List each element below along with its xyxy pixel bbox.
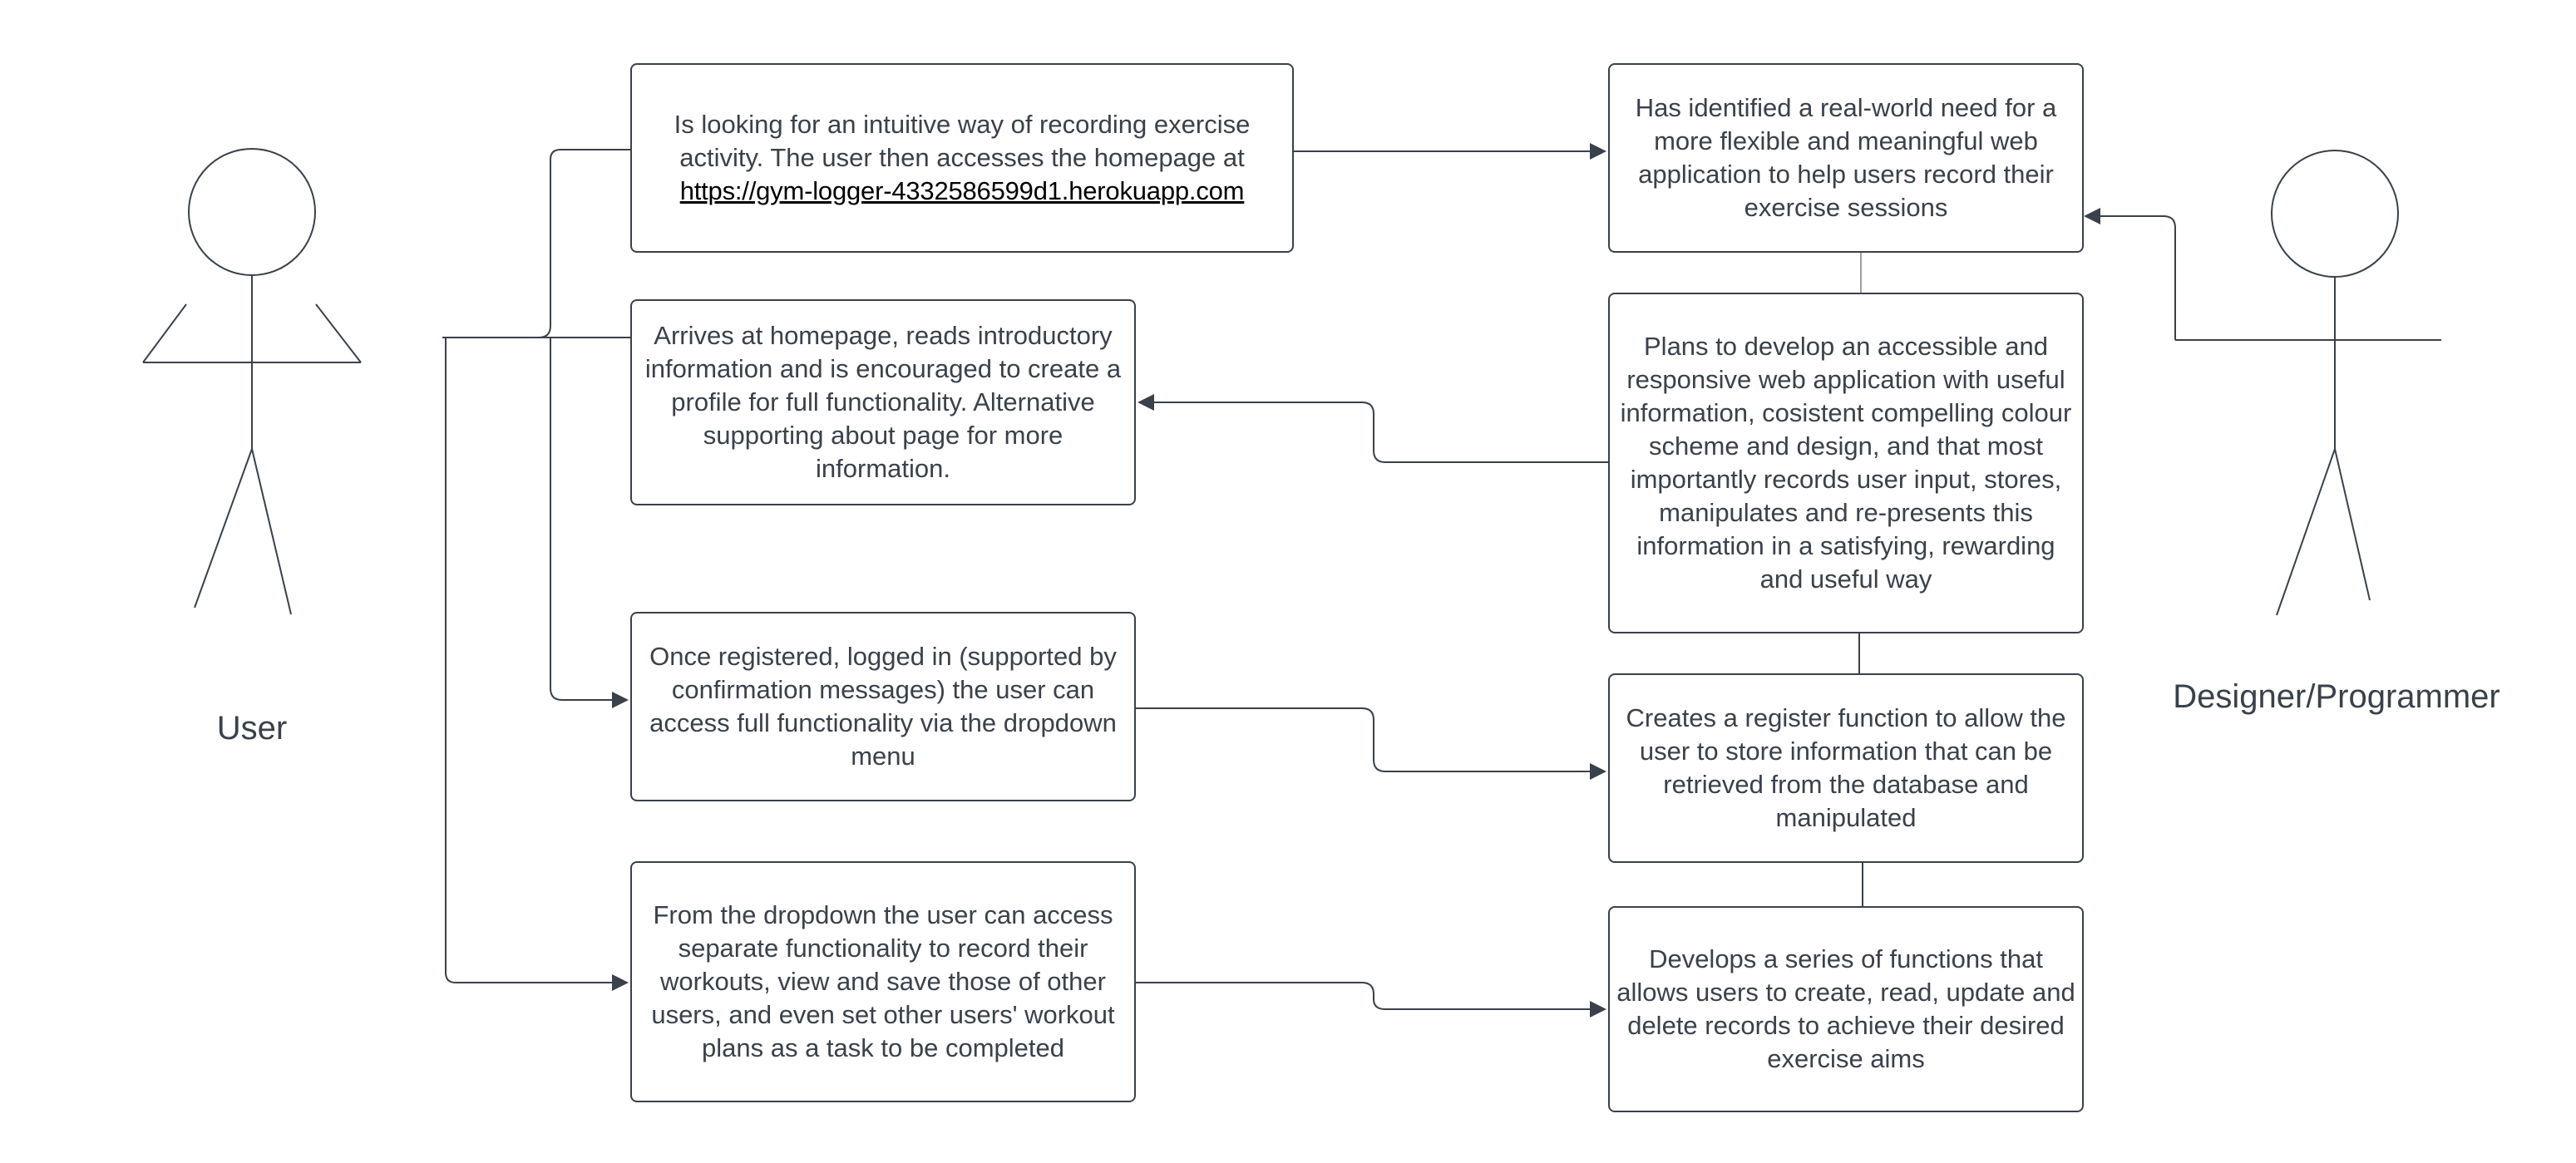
designer-step3-box: Creates a register function to allow the… bbox=[1608, 673, 2084, 863]
connector-user-step4-to-designer-step4 bbox=[1136, 982, 1606, 1018]
designer-stick-figure bbox=[2175, 150, 2441, 616]
designer-step1-text: Has identified a real-world need for a m… bbox=[1635, 93, 2057, 222]
connector-to-user-step4 bbox=[445, 338, 629, 991]
designer-step3-text: Creates a register function to allow the… bbox=[1626, 703, 2066, 832]
user-step1-text: Is looking for an intuitive way of recor… bbox=[674, 110, 1251, 172]
user-step2-text: Arrives at homepage, reads introductory … bbox=[644, 321, 1122, 483]
user-step3-box: Once registered, logged in (supported by… bbox=[630, 612, 1136, 801]
designer-step2-text: Plans to develop an accessible and respo… bbox=[1620, 332, 2072, 594]
user-right-hand bbox=[315, 303, 362, 363]
designer-step4-box: Develops a series of functions that allo… bbox=[1608, 906, 2084, 1112]
connector-to-user-step3 bbox=[550, 338, 629, 708]
connector-user-step3-to-designer-step3 bbox=[1136, 707, 1606, 780]
user-step4-text: From the dropdown the user can access se… bbox=[651, 900, 1115, 1062]
designer-head bbox=[2271, 150, 2399, 278]
user-head bbox=[188, 148, 316, 276]
user-step3-text: Once registered, logged in (supported by… bbox=[649, 642, 1117, 771]
designer-step4-text: Develops a series of functions that allo… bbox=[1616, 944, 2075, 1073]
user-left-hand bbox=[142, 303, 187, 363]
designer-step1-box: Has identified a real-world need for a m… bbox=[1608, 63, 2084, 253]
connector-to-user-step1 bbox=[538, 149, 630, 338]
user-step1-box: Is looking for an intuitive way of recor… bbox=[630, 63, 1294, 253]
homepage-link[interactable]: https://gym-logger-4332586599d1.herokuap… bbox=[679, 176, 1245, 205]
connector-designer-arm-to-designer-step1 bbox=[2084, 208, 2176, 340]
user-actor-label: User bbox=[216, 710, 288, 747]
user-right-leg bbox=[251, 448, 292, 615]
user-step2-box: Arrives at homepage, reads introductory … bbox=[630, 299, 1136, 505]
designer-right-leg bbox=[2334, 448, 2371, 601]
user-left-leg bbox=[194, 448, 253, 609]
user-stick-figure bbox=[142, 148, 362, 615]
connector-designer-step2-to-user-step2 bbox=[1137, 394, 1610, 463]
user-step4-box: From the dropdown the user can access se… bbox=[630, 861, 1136, 1102]
designer-left-leg bbox=[2276, 448, 2336, 616]
designer-actor-label: Designer/Programmer bbox=[2173, 678, 2500, 715]
designer-step2-box: Plans to develop an accessible and respo… bbox=[1608, 293, 2084, 633]
